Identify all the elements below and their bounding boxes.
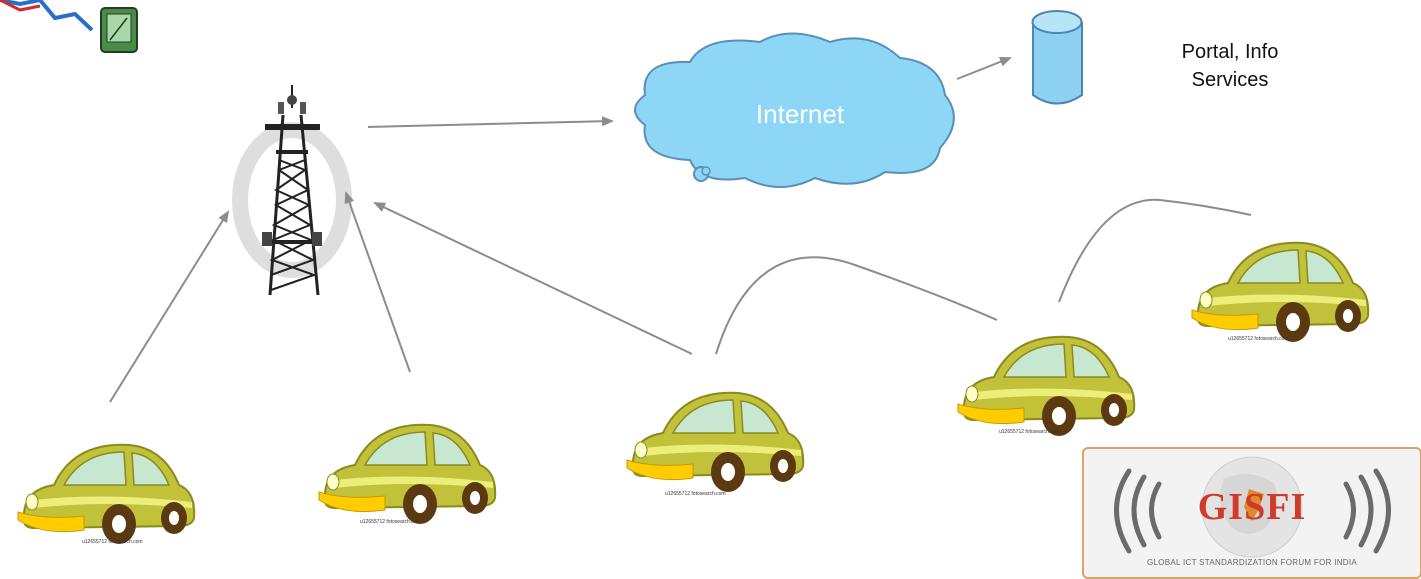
link-car4-car5 (1058, 198, 1252, 303)
car-caption: u12655712 fotosearch.com (360, 519, 421, 525)
car-caption: u12655712 fotosearch.com (999, 429, 1060, 435)
vehicle-car-5: u12655712 fotosearch.com (1191, 241, 1370, 343)
gisfi-logo-graphic (1114, 456, 1391, 558)
car-caption: u12655712 fotosearch.com (1228, 336, 1289, 342)
connection-arrows (109, 57, 1252, 403)
internet-label: Internet (756, 99, 845, 129)
link-car3-car4 (715, 256, 998, 355)
arrow-tower-to-internet (367, 116, 614, 128)
portal-label: Portal, Info Services (1150, 38, 1310, 94)
vehicle-car-3: u12655712 fotosearch.com (626, 391, 805, 497)
arrow-car3-to-tower (373, 202, 693, 355)
car-caption: u12655712 fotosearch.com (665, 491, 726, 497)
arrow-internet-to-portal (956, 57, 1012, 80)
vehicle-car-2: u12655712 fotosearch.com (318, 423, 497, 525)
vehicle-car-4: u12655712 fotosearch.com (957, 335, 1136, 437)
portal-server-icon (1031, 10, 1083, 105)
gisfi-logo-tagline: GLOBAL ICT STANDARDIZATION FORUM FOR IND… (1146, 558, 1358, 567)
arrow-car2-to-tower (344, 191, 411, 373)
cell-tower-icon (232, 85, 352, 296)
pda-device-icon (0, 0, 138, 53)
internet-cloud: Internet (634, 32, 955, 188)
arrow-car1-to-tower (109, 210, 230, 403)
vehicle-car-1: u12655712 fotosearch.com (17, 443, 196, 545)
gisfi-logo: GISFI GLOBAL ICT STANDARDIZATION FORUM F… (1082, 447, 1421, 579)
portal-label-line2: Services (1191, 69, 1269, 91)
car-caption: u12655712 fotosearch.com (82, 539, 143, 545)
portal-label-line1: Portal, Info (1181, 41, 1279, 63)
gisfi-logo-name: GISFI (1197, 486, 1307, 528)
